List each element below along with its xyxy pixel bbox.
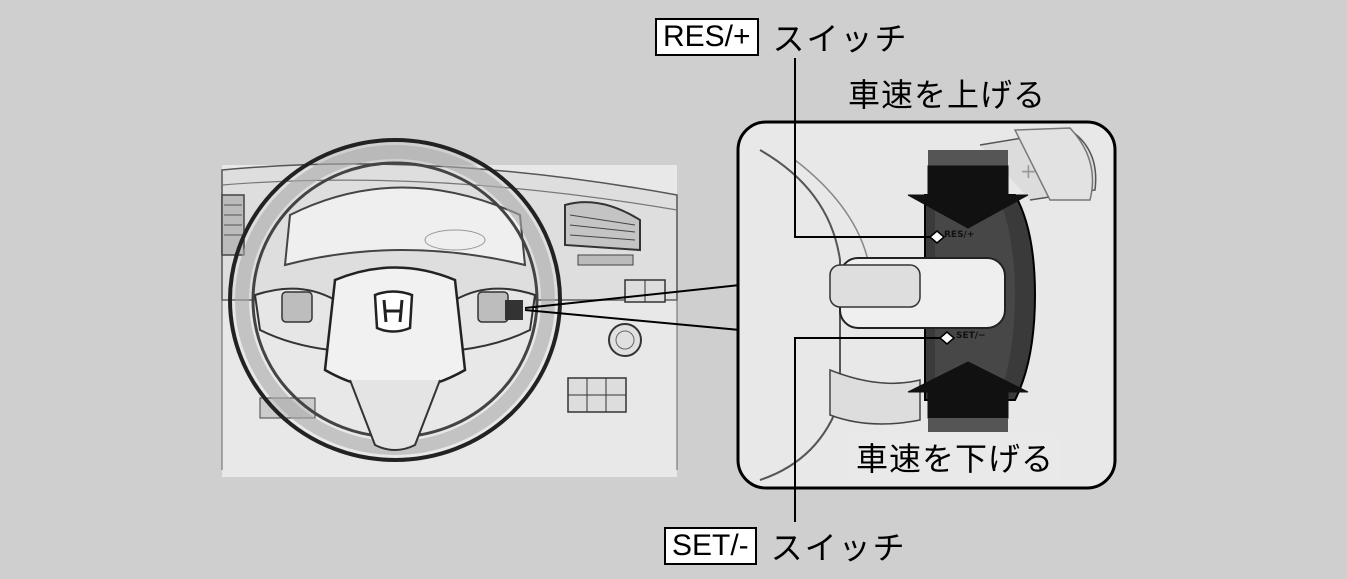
zoom-connector xyxy=(524,284,741,331)
speed-up-label: 車速を上げる xyxy=(848,76,1047,114)
paddle-plus-icon: + xyxy=(1013,127,1094,201)
speed-down-label: 車速を下げる xyxy=(850,434,1061,480)
console-buttons xyxy=(567,279,666,413)
res-switch-marking: RES/+ xyxy=(944,230,975,240)
set-leader-line xyxy=(794,331,956,522)
set-switch-callout: SET/- スイッチ xyxy=(664,523,907,569)
set-button-label: SET/- xyxy=(664,527,757,565)
speed-down-arrow-icon xyxy=(907,361,1029,432)
res-button-label: RES/+ xyxy=(655,18,759,56)
switch-zoom-panel: + xyxy=(736,120,1117,490)
set-switch-marking: SET/− xyxy=(956,331,986,341)
speed-up-arrow-icon xyxy=(907,150,1029,229)
brand-emblem-icon xyxy=(373,290,414,333)
right-air-vent-icon xyxy=(564,201,641,266)
res-switch-suffix: スイッチ xyxy=(772,20,909,58)
set-switch-suffix: スイッチ xyxy=(770,529,907,567)
left-air-vent-icon xyxy=(221,194,245,256)
res-leader-line xyxy=(794,58,946,244)
res-switch-callout: RES/+ スイッチ xyxy=(655,14,909,60)
dashboard-illustration xyxy=(221,138,678,477)
svg-text:+: + xyxy=(1020,159,1037,183)
